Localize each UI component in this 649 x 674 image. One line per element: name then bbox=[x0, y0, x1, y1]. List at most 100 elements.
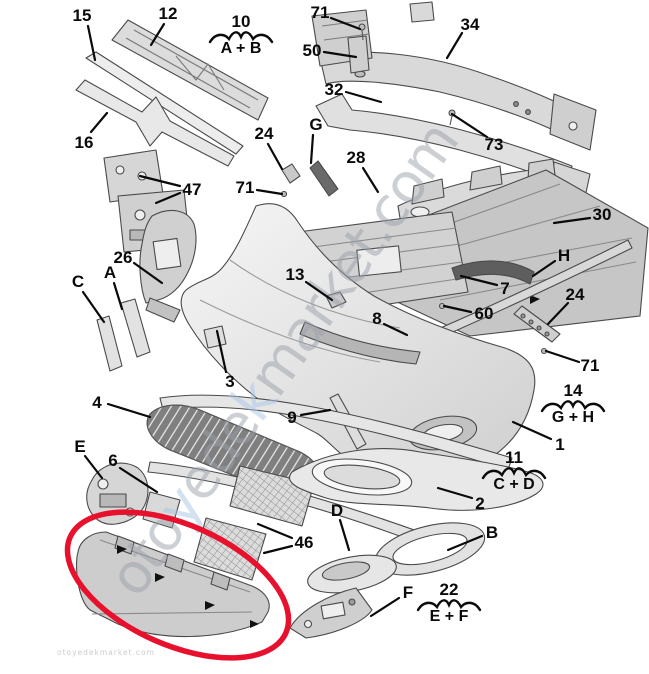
part-label-26: 26 bbox=[114, 248, 133, 267]
part-label-32: 32 bbox=[325, 80, 344, 99]
part-label-15: 15 bbox=[73, 6, 92, 25]
part-screw-73 bbox=[448, 109, 456, 126]
part-label-7: 7 bbox=[500, 279, 509, 298]
leader-line-60 bbox=[442, 304, 473, 314]
leader-line-B bbox=[446, 534, 484, 552]
part-label-12: 12 bbox=[159, 4, 178, 23]
leader-line-H bbox=[531, 259, 557, 278]
part-fog-surround-B bbox=[374, 522, 486, 576]
part-label-13: 13 bbox=[286, 265, 305, 284]
part-seal-strip-7H bbox=[451, 260, 535, 285]
leader-line-73 bbox=[450, 112, 489, 139]
part-strip-G bbox=[309, 160, 339, 197]
leader-line-12 bbox=[149, 22, 166, 47]
part-label-60: 60 bbox=[475, 304, 494, 323]
part-label-F: F bbox=[403, 583, 413, 602]
brace-22 bbox=[416, 599, 482, 612]
part-label-3: 3 bbox=[225, 372, 234, 391]
group-number-10: 10 bbox=[232, 12, 251, 31]
brace-11 bbox=[481, 467, 547, 480]
part-label-71: 71 bbox=[581, 356, 600, 375]
part-label-4: 4 bbox=[92, 393, 102, 412]
leader-line-A bbox=[112, 281, 124, 311]
leader-line-F bbox=[369, 596, 401, 618]
leader-line-D bbox=[338, 518, 351, 552]
part-label-46: 46 bbox=[295, 533, 314, 552]
leader-line-32 bbox=[344, 90, 383, 104]
leader-line-46 bbox=[262, 544, 294, 555]
part-label-B: B bbox=[486, 523, 498, 542]
small-watermark-text: otoyedekmarket.com bbox=[57, 648, 155, 657]
part-trim-bar-upper bbox=[159, 394, 513, 471]
leader-line-47 bbox=[138, 174, 182, 188]
group-letters-11: C + D bbox=[493, 476, 534, 493]
part-label-A: A bbox=[104, 263, 116, 282]
part-label-E: E bbox=[74, 437, 85, 456]
part-label-71: 71 bbox=[311, 3, 330, 22]
leader-line-71 bbox=[329, 16, 362, 31]
leader-line-15 bbox=[86, 24, 97, 62]
leader-line-9 bbox=[299, 408, 332, 417]
leader-line-4 bbox=[106, 402, 152, 419]
part-clip-13 bbox=[325, 291, 347, 309]
leader-line-13 bbox=[304, 280, 334, 302]
group-letters-10: A + B bbox=[221, 40, 262, 57]
brace-10 bbox=[208, 31, 274, 44]
part-lower-valance-2 bbox=[289, 448, 544, 511]
part-label-50: 50 bbox=[303, 41, 322, 60]
part-label-24: 24 bbox=[566, 285, 585, 304]
leader-line-50 bbox=[322, 50, 358, 59]
part-strip-A bbox=[120, 298, 151, 358]
leader-line-G bbox=[309, 133, 315, 165]
brace-14 bbox=[540, 400, 606, 413]
leader-line-C bbox=[81, 290, 106, 324]
leader-line-7 bbox=[459, 274, 499, 287]
part-label-1: 1 bbox=[555, 435, 564, 454]
part-grille-molding-12 bbox=[111, 19, 269, 121]
group-number-14: 14 bbox=[564, 381, 583, 400]
leader-line-26 bbox=[132, 261, 164, 285]
part-label-34: 34 bbox=[461, 15, 480, 34]
part-towhook-cover-3 bbox=[203, 325, 227, 349]
group-number-11: 11 bbox=[505, 448, 523, 467]
leader-line-3 bbox=[215, 329, 228, 374]
part-label-D: D bbox=[331, 501, 343, 520]
part-bracket-F bbox=[289, 587, 373, 639]
part-label-30: 30 bbox=[593, 205, 612, 224]
parts-illustration bbox=[75, 1, 649, 639]
part-bracket-50 bbox=[347, 35, 370, 74]
leader-line-2 bbox=[436, 486, 474, 500]
leader-line-71 bbox=[255, 188, 284, 196]
leader-line-24 bbox=[266, 142, 284, 171]
part-label-2: 2 bbox=[475, 494, 484, 513]
leader-line-24 bbox=[546, 301, 570, 326]
leader-line-71 bbox=[544, 349, 581, 364]
leader-line-30 bbox=[552, 216, 592, 225]
part-label-28: 28 bbox=[347, 148, 366, 167]
leader-line-46 bbox=[256, 522, 294, 540]
part-led-strip-24-right bbox=[513, 305, 561, 343]
red-highlight-ellipse bbox=[64, 509, 292, 661]
part-fog-cover-D bbox=[307, 554, 397, 594]
part-label-C: C bbox=[72, 272, 84, 291]
leader-line-34 bbox=[445, 31, 464, 60]
leader-line-E bbox=[83, 454, 104, 480]
part-label-6: 6 bbox=[108, 451, 117, 470]
leader-line-16 bbox=[89, 111, 109, 134]
part-label-16: 16 bbox=[75, 133, 94, 152]
group-letters-14: G + H bbox=[552, 409, 594, 426]
part-mounting-tab-top bbox=[409, 1, 435, 23]
group-letters-22: E + F bbox=[430, 608, 469, 625]
part-side-bracket-26 bbox=[139, 209, 197, 323]
part-label-9: 9 bbox=[287, 408, 296, 427]
part-label-G: G bbox=[309, 115, 322, 134]
part-label-24: 24 bbox=[255, 124, 274, 143]
highlight bbox=[64, 509, 292, 661]
part-label-71: 71 bbox=[236, 178, 255, 197]
part-label-H: H bbox=[558, 246, 570, 265]
part-trim-strip-16 bbox=[75, 79, 235, 167]
part-strip-C bbox=[96, 315, 123, 372]
